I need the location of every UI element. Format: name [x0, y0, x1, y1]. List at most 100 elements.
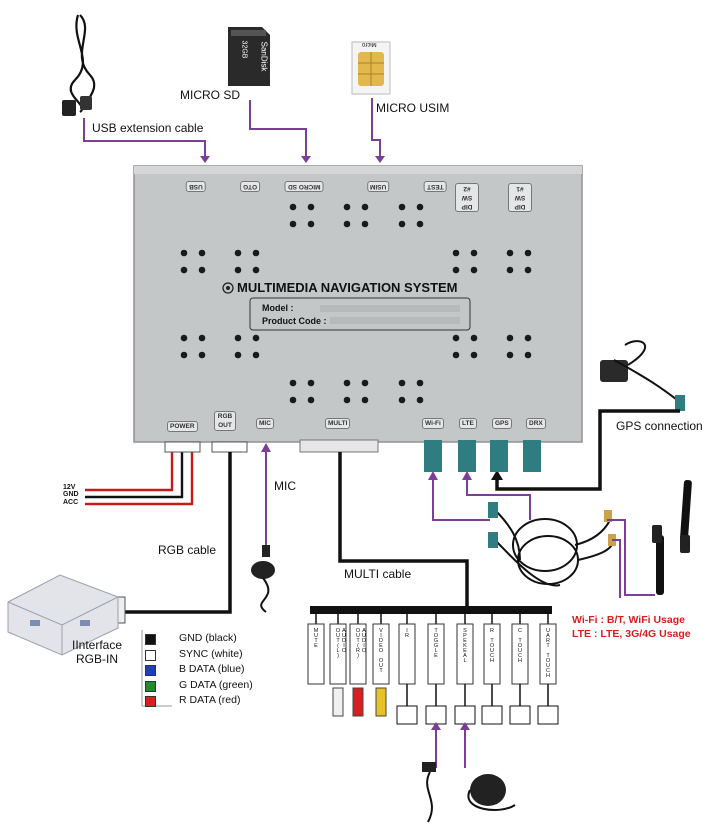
- unit-info-plate: [249, 297, 471, 331]
- port-lte: LTE: [459, 418, 477, 429]
- port-usb: USB: [186, 181, 206, 192]
- microsd-callout-line: [249, 100, 307, 158]
- usb-callout-line: [83, 118, 206, 158]
- port-mic: MIC: [256, 418, 274, 429]
- legend-swatch: [145, 649, 156, 661]
- speaker-puck-icon: [467, 774, 516, 811]
- wifi-usage-label: Wi-Fi : B/T, WiFi Usage: [572, 614, 685, 626]
- vent-hole: [252, 334, 260, 342]
- vent-hole: [289, 203, 297, 211]
- vent-hole: [416, 220, 424, 228]
- vent-hole: [198, 249, 206, 257]
- vent-hole: [524, 249, 532, 257]
- vent-hole: [343, 379, 351, 387]
- legend-label: GND (black): [179, 632, 237, 644]
- vent-hole: [180, 266, 188, 274]
- port-gps: GPS: [492, 418, 512, 429]
- sd-brand: SanDisk: [259, 41, 269, 72]
- multi-connector-label: TOGGLE: [433, 628, 439, 658]
- vent-hole: [252, 249, 260, 257]
- vent-hole: [198, 266, 206, 274]
- vent-hole: [398, 220, 406, 228]
- vent-hole: [180, 249, 188, 257]
- vent-hole: [452, 266, 460, 274]
- vent-hole: [506, 249, 514, 257]
- vent-hole: [234, 249, 242, 257]
- vent-hole: [234, 266, 242, 274]
- logo-circle: [222, 282, 234, 294]
- vent-hole: [506, 351, 514, 359]
- usim-card-icon: [351, 41, 391, 95]
- antenna-connectors: [424, 440, 541, 472]
- multi-branch-plug: [454, 705, 476, 725]
- port-drx: DRX: [526, 418, 546, 429]
- antenna-purple-bracket: [607, 519, 655, 596]
- vent-hole: [343, 396, 351, 404]
- vent-hole: [470, 351, 478, 359]
- interface-label: IInterface RGB-IN: [72, 638, 123, 666]
- vent-hole: [416, 396, 424, 404]
- sd-card-icon: [228, 27, 270, 86]
- multi-branch-plug: [425, 705, 447, 725]
- multi-branches: [307, 614, 559, 725]
- lte-purple-line: [466, 478, 531, 520]
- vent-hole: [252, 266, 260, 274]
- vent-hole: [234, 334, 242, 342]
- port-otg: OTG: [240, 181, 261, 192]
- vent-hole: [524, 266, 532, 274]
- vent-hole: [361, 203, 369, 211]
- wire-gnd: GND: [63, 491, 79, 498]
- multi-branch-plug: [537, 705, 559, 725]
- vent-hole: [524, 334, 532, 342]
- multi-branch-tag: [329, 623, 347, 685]
- legend-swatch: [145, 680, 156, 692]
- vent-hole: [416, 203, 424, 211]
- vent-hole: [470, 266, 478, 274]
- vent-hole: [452, 249, 460, 257]
- multi-branch-plug: [509, 705, 531, 725]
- port-dip-sw-2: DIP SW #2: [455, 183, 479, 212]
- vent-hole: [506, 266, 514, 274]
- vent-hole: [289, 220, 297, 228]
- multi-branch-plug: [396, 705, 418, 725]
- multi-connector-label: AUDIO OUT(L): [335, 628, 347, 658]
- usb-plug: [62, 100, 76, 116]
- micro-sd-label: MICRO SD: [180, 88, 240, 102]
- multi-branch-tag: [307, 623, 325, 685]
- mic-device-icon: [251, 545, 275, 613]
- wire-12v: 12V: [63, 484, 76, 491]
- product-code-label: Product Code :: [262, 316, 327, 326]
- legend-swatch: [145, 634, 156, 645]
- vent-hole: [398, 379, 406, 387]
- usim-callout-line: [371, 98, 381, 158]
- port-multi: MULTI: [325, 418, 351, 429]
- vent-hole: [361, 220, 369, 228]
- rca-plug: [332, 687, 344, 717]
- vent-hole: [289, 379, 297, 387]
- vent-hole: [452, 351, 460, 359]
- vent-hole: [398, 203, 406, 211]
- vent-hole: [198, 334, 206, 342]
- port-micro-sd: MICRO SD: [285, 181, 324, 192]
- gps-line: [495, 409, 680, 491]
- legend-swatch: [145, 665, 156, 676]
- gps-antenna-icon: [600, 340, 685, 411]
- multi-connector-label: MUTE: [313, 628, 319, 648]
- multi-bus-bar: [310, 606, 552, 614]
- vent-hole: [307, 203, 315, 211]
- vent-hole: [524, 351, 532, 359]
- multi-connector-label: C TOUCH: [517, 628, 523, 663]
- vent-hole: [198, 351, 206, 359]
- multi-connector-label: SPEKEAL: [462, 628, 468, 663]
- port-wifi: Wi-Fi: [422, 418, 444, 429]
- multi-branch-tag: [349, 623, 367, 685]
- rgb-cable-label: RGB cable: [158, 543, 217, 557]
- port-test: TEST: [424, 181, 447, 192]
- vent-hole: [452, 334, 460, 342]
- port-rgb-out: RGB OUT: [214, 411, 236, 431]
- micro-usim-label: MICRO USIM: [376, 101, 450, 115]
- vent-hole: [416, 379, 424, 387]
- rca-plug: [375, 687, 387, 717]
